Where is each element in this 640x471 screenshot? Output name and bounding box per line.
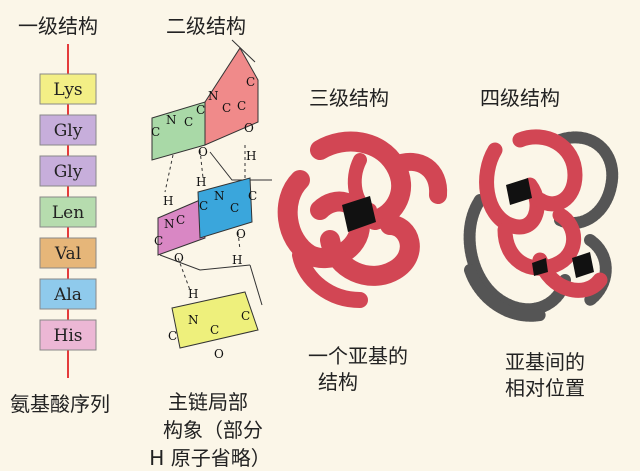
atom-h: H: [246, 149, 256, 163]
atom-h: H: [163, 194, 173, 208]
heme-group: [506, 178, 532, 205]
subunit-hatched: [464, 264, 546, 322]
caption-quaternary-line2: 相对位置: [505, 376, 585, 400]
subunit-ribbon: [292, 247, 368, 308]
caption-tertiary-line1: 一个亚基的: [308, 344, 408, 368]
atom-c: C: [222, 101, 231, 115]
subunit-hatched: [584, 234, 612, 306]
amino-acid-label: Gly: [54, 162, 83, 182]
atom-o: O: [244, 121, 254, 135]
amino-acid-box: His: [39, 319, 97, 351]
atom-c: C: [210, 323, 219, 337]
heading-secondary-structure: 二级结构: [166, 14, 246, 38]
atom-c: C: [168, 329, 177, 343]
chain-connector: [231, 39, 256, 63]
atom-h: H: [196, 175, 206, 189]
atom-o: O: [174, 251, 184, 265]
atom-c: C: [248, 189, 257, 203]
atom-n: N: [164, 217, 175, 231]
atom-c: C: [199, 199, 208, 213]
atom-c: C: [176, 213, 185, 227]
amino-acid-box: Len: [39, 196, 97, 228]
heading-primary-structure: 一级结构: [18, 14, 98, 38]
atom-n: N: [214, 189, 225, 203]
atom-o: O: [198, 145, 208, 159]
subunit-ribbon: [512, 129, 583, 212]
amino-acid-box-bg: [39, 155, 97, 187]
atom-h: H: [188, 287, 198, 301]
chain-connector: [249, 264, 263, 306]
amino-acid-box-bg: [39, 278, 97, 310]
caption-tertiary-line2: 结构: [318, 370, 358, 394]
atom-n: N: [208, 89, 219, 103]
heading-tertiary-structure: 三级结构: [309, 86, 389, 110]
subunit-ribbon: [386, 152, 448, 204]
secondary-atoms: C N C C N C C C O O H H H N C C C N C C …: [151, 75, 257, 361]
atom-c: C: [237, 99, 246, 113]
amino-acid-box-bg: [39, 319, 97, 351]
heading-quaternary-structure: 四级结构: [480, 86, 560, 110]
amino-acid-box-bg: [39, 196, 97, 228]
atom-c: C: [154, 234, 163, 248]
subunit-ribbon: [497, 207, 582, 276]
amino-acid-box-bg: [39, 237, 97, 269]
caption-secondary-line2: 构象（部分: [163, 418, 263, 442]
subunit-hatched: [554, 131, 619, 230]
quaternary-structure: [463, 129, 619, 322]
atom-o: O: [236, 227, 246, 241]
atom-c: C: [196, 103, 205, 117]
subunit-hatched: [463, 194, 571, 316]
amino-acid-box: Gly: [39, 155, 97, 187]
amino-acid-box: Ala: [39, 278, 97, 310]
atom-c: C: [184, 115, 193, 129]
amino-acid-label: Gly: [54, 121, 83, 141]
atom-n: N: [166, 113, 177, 127]
atom-c: C: [246, 75, 255, 89]
peptide-plane-pink: [204, 47, 259, 146]
heme-group: [532, 258, 548, 276]
caption-secondary-line3: H 原子省略）: [149, 446, 271, 470]
chain-connector: [159, 254, 251, 271]
atom-n: N: [188, 313, 199, 327]
caption-primary: 氨基酸序列: [10, 392, 110, 416]
atom-c: C: [151, 125, 160, 139]
peptide-plane-blue: [197, 177, 253, 239]
amino-acid-box: Lys: [39, 73, 97, 105]
amino-acid-label: Len: [52, 203, 84, 223]
atom-o: O: [214, 347, 224, 361]
atom-c: C: [230, 201, 239, 215]
amino-acid-box: Gly: [39, 114, 97, 146]
atom-c: C: [241, 309, 250, 323]
subunit-ribbon: [320, 215, 420, 286]
amino-acid-box: Val: [39, 237, 97, 269]
peptide-plane-yellow: [171, 291, 259, 349]
secondary-structure: [151, 39, 272, 349]
hydrogen-bond: [199, 149, 204, 179]
peptide-plane-magenta: [157, 199, 206, 256]
amino-acid-label: Val: [54, 244, 81, 264]
amino-acid-box-bg: [39, 114, 97, 146]
heme-group: [342, 196, 376, 232]
heme-group: [572, 252, 594, 278]
atom-h: H: [232, 253, 242, 267]
caption-quaternary-line1: 亚基间的: [505, 350, 585, 374]
hydrogen-bond: [164, 154, 174, 193]
amino-acid-label: His: [54, 326, 83, 346]
caption-secondary-line1: 主链局部: [168, 390, 248, 414]
amino-acid-label: Ala: [53, 285, 82, 305]
chain-connector: [209, 151, 272, 181]
amino-acid-label: Lys: [53, 80, 82, 100]
amino-acid-box-bg: [39, 73, 97, 105]
